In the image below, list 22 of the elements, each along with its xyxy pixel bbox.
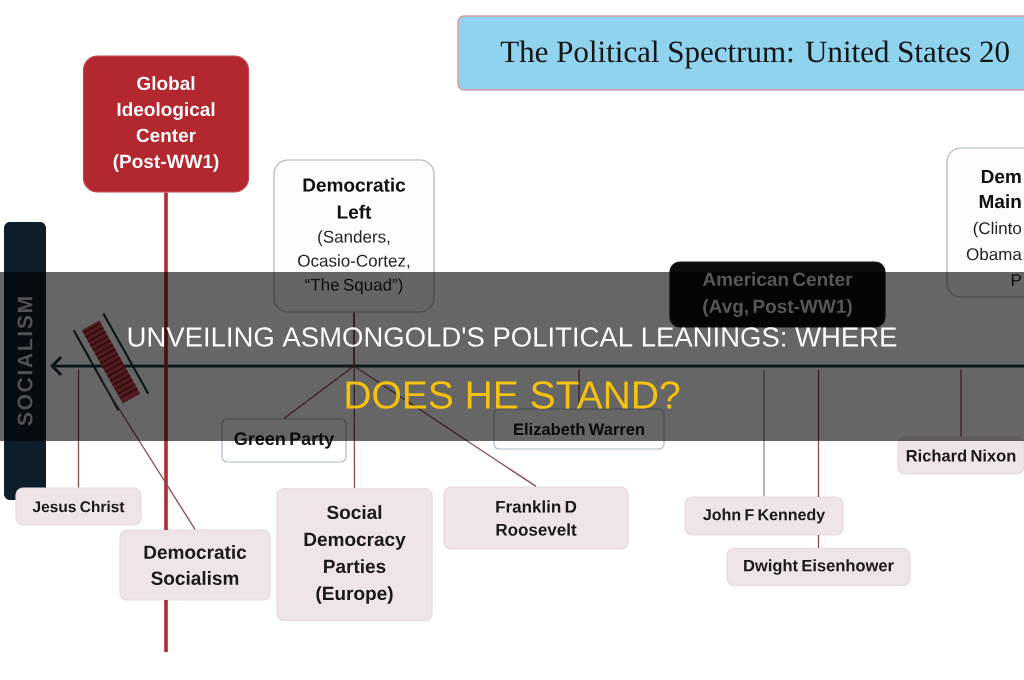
category-box: American Center (Avg, Post-WW1): [669, 261, 886, 328]
label-box: Jesus Christ: [15, 487, 142, 526]
label-box: Social Democracy Parties (Europe): [276, 487, 433, 622]
banner-title: DOES HE STAND?: [346, 381, 680, 409]
leader-line: [98, 376, 196, 531]
category-box: Democratic Left (Sanders, Ocasio-Cortez, “The Squad”): [273, 159, 435, 313]
label-box: John F Kennedy: [684, 496, 844, 536]
label-box: Richard Nixon: [897, 436, 1024, 475]
leader-line: [960, 368, 962, 438]
vertical-label-bar: SOCIALISM: [4, 222, 46, 500]
leader-line: [164, 190, 168, 654]
leader-line: [763, 368, 765, 498]
label-box: Elizabeth Warren: [493, 408, 665, 450]
label-box: Franklin D Roosevelt: [443, 486, 629, 550]
connector-line: [353, 311, 537, 488]
category-box: Global Ideological Center (Post-WW1): [82, 55, 250, 193]
label-box: Dwight Eisenhower: [726, 547, 911, 587]
leader-line: [817, 368, 820, 549]
category-box: Dem Main (Clinto Obama P: [946, 147, 1024, 298]
leader-line: [77, 368, 80, 489]
label-box: Democratic Socialism: [119, 529, 271, 601]
title-banner: The Political Spectrum: United States 20: [457, 15, 1024, 91]
